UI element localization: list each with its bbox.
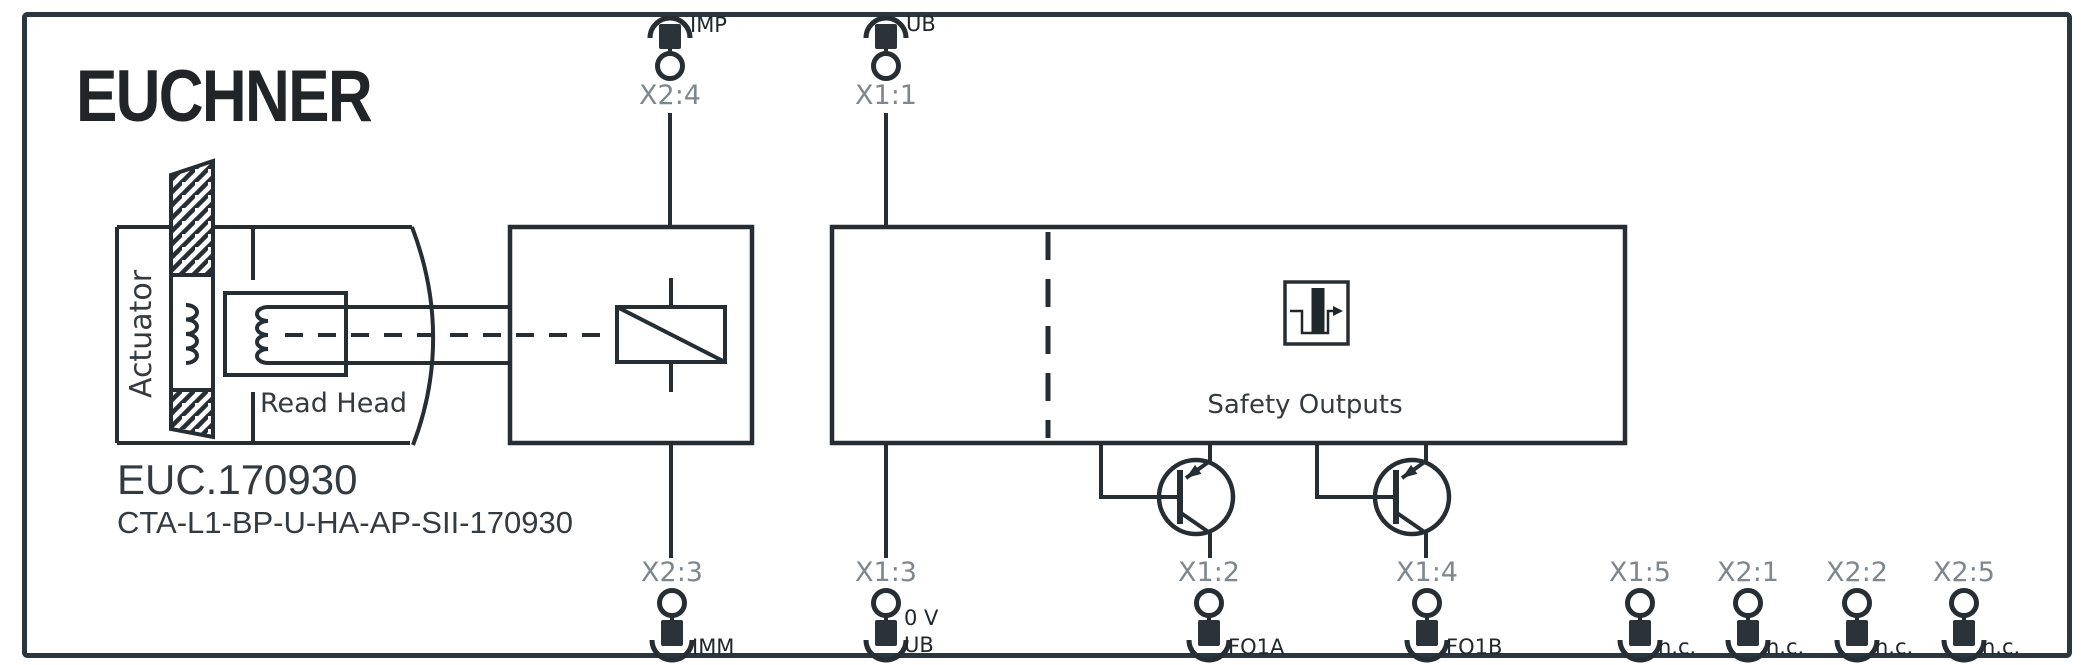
relay-box	[507, 224, 755, 446]
terminal-label-x1-5: X1:5	[1609, 557, 1671, 588]
output-transistor-fo1b	[1315, 443, 1452, 558]
signal-label-fo1b: FO1B	[1446, 635, 1503, 659]
terminal-label-x2-3: X2:3	[641, 557, 703, 588]
read-head-coil	[255, 305, 269, 365]
brand-logo: EUCHNER	[76, 56, 373, 137]
connector-x1-5	[1620, 591, 1660, 661]
device-id: EUC.170930	[117, 456, 358, 503]
terminal-label-x2-5: X2:5	[1933, 557, 1995, 588]
diagram-border	[22, 12, 2072, 658]
connector-x1-2	[1189, 591, 1229, 661]
signal-label-ub-bottom: UB	[904, 633, 934, 657]
main-box	[829, 224, 1628, 446]
terminal-label-x2-1: X2:1	[1717, 557, 1779, 588]
terminal-label-x1-4: X1:4	[1396, 557, 1458, 588]
device-model: CTA-L1-BP-U-HA-AP-SII-170930	[117, 505, 573, 540]
signal-label-nc-1: n.c.	[1658, 635, 1697, 659]
actuator-label: Actuator	[124, 269, 159, 399]
actuator-coil	[185, 303, 199, 365]
terminal-label-x1-2: X1:2	[1178, 557, 1240, 588]
terminal-label-x2-4: X2:4	[639, 80, 701, 111]
connector-x2-2	[1837, 591, 1877, 661]
signal-label-nc-4: n.c.	[1982, 635, 2021, 659]
terminal-label-x1-3: X1:3	[855, 557, 917, 588]
signal-label-fo1a: FO1A	[1228, 635, 1285, 659]
signal-label-ub-top: UB	[906, 12, 936, 36]
terminal-label-x1-1: X1:1	[855, 80, 917, 111]
read-head-label: Read Head	[260, 388, 408, 419]
connector-x1-4	[1407, 591, 1447, 661]
signal-label-imp: IMP	[690, 13, 727, 37]
safety-outputs-label: Safety Outputs	[1207, 390, 1403, 420]
relay-unit	[507, 113, 755, 558]
actuator-symbol	[169, 158, 215, 440]
signal-label-nc-2: n.c.	[1766, 635, 1805, 659]
signal-label-0v: 0 V	[904, 606, 939, 630]
ossd-pulse-icon	[1283, 280, 1350, 346]
read-head-housing	[115, 225, 436, 446]
signal-label-nc-3: n.c.	[1875, 635, 1914, 659]
connector-x2-1	[1728, 591, 1768, 661]
connector-x2-3	[652, 591, 692, 661]
connector-x2-4	[650, 18, 690, 79]
signal-label-imm: IMM	[692, 635, 735, 659]
housing-curve	[410, 226, 436, 446]
evaluation-unit	[829, 113, 1628, 558]
output-transistor-fo1a	[1099, 443, 1236, 558]
connector-x1-3	[866, 591, 906, 661]
connector-x1-1	[866, 18, 906, 79]
connector-x2-5	[1944, 591, 1984, 661]
terminal-label-x2-2: X2:2	[1826, 557, 1888, 588]
